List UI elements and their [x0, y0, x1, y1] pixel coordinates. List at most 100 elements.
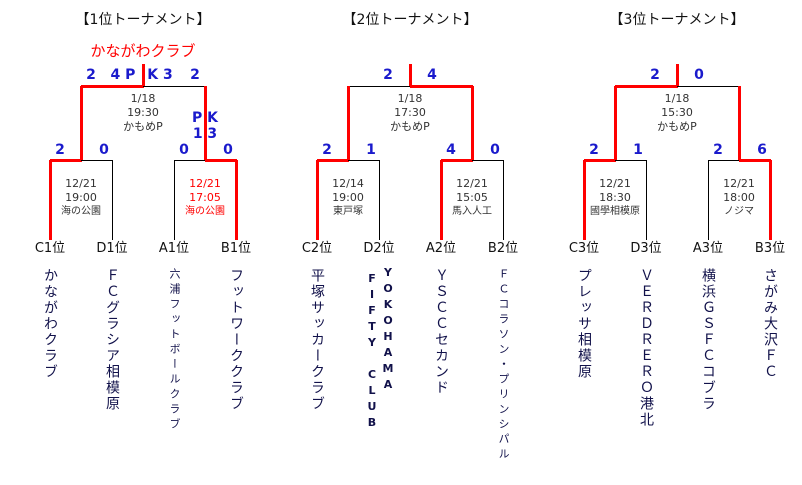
team-name: ＶＥＲＤＲＥＲＯ港北 [638, 268, 654, 428]
semi-date: 12/21 [723, 177, 755, 190]
final-stem-line [676, 64, 679, 86]
semi-time: 18:00 [723, 191, 755, 204]
team-name: プレッサ相模原 [576, 268, 592, 380]
semi-score-left: 2 [589, 142, 599, 158]
semi-left-line [708, 160, 740, 161]
final-date: 1/18 [664, 92, 690, 105]
semi-date: 12/14 [332, 177, 364, 190]
semi-right-line [472, 160, 504, 161]
semi-date: 12/21 [65, 177, 97, 190]
semi-score-right: 1 [366, 142, 376, 158]
final-right-vertical [471, 86, 474, 160]
semi-time: 15:05 [456, 191, 488, 204]
semi-score-left: 4 [446, 142, 456, 158]
semi-left-line [584, 159, 616, 162]
final-right-line [677, 86, 740, 87]
semi-left-vertical [174, 160, 175, 240]
final-left-vertical [614, 86, 617, 160]
final-right-line [143, 86, 206, 87]
final-left-line [348, 86, 411, 87]
semi-venue: 國學相模原 [590, 206, 640, 217]
seed-label: A2位 [425, 241, 457, 256]
pk-label-right: K 3 [147, 67, 173, 83]
final-stem-line [409, 64, 412, 86]
semi-right-line [615, 160, 647, 161]
seed-label: A1位 [158, 241, 190, 256]
pk-label: P K [192, 110, 218, 126]
final-right-line [410, 85, 473, 88]
final-venue: かもめP [390, 120, 430, 133]
semi-left-vertical [583, 160, 586, 240]
semi-left-line [441, 159, 473, 162]
final-venue: かもめP [657, 120, 697, 133]
semi-venue: 東戸塚 [332, 206, 363, 217]
semi-time: 18:30 [599, 191, 631, 204]
final-score-right: 4 [427, 67, 437, 83]
pk-label-left: 4 P [110, 67, 136, 83]
team-name: ＦＣグラシア相模原 [104, 268, 120, 412]
final-right-vertical [204, 86, 207, 160]
semi-time: 19:00 [65, 191, 97, 204]
semi-right-vertical [769, 160, 772, 240]
semi-score-left: 2 [322, 142, 332, 158]
final-venue: かもめP [123, 120, 163, 133]
team-name: 六浦フットボールクラブ [168, 268, 181, 433]
semi-right-vertical [112, 160, 113, 240]
team-name: 横浜ＧＳＦＣコブラ [700, 268, 716, 412]
final-right-vertical [738, 86, 741, 160]
seed-label: B1位 [220, 241, 252, 256]
semi-left-line [50, 159, 82, 162]
seed-label: D3位 [630, 241, 662, 256]
semi-venue: 馬入人工 [452, 206, 492, 217]
semi-right-vertical [503, 160, 504, 240]
team-name: ＦＣコラソン・プリンシパル [497, 268, 510, 463]
semi-score-right: 0 [490, 142, 500, 158]
semi-venue: 海の公園 [185, 206, 225, 217]
semi-left-vertical [440, 160, 443, 240]
semi-venue: 海の公園 [61, 206, 101, 217]
final-score-right: 0 [694, 67, 704, 83]
semi-right-line [739, 159, 771, 162]
semi-time: 19:00 [332, 191, 364, 204]
semi-score-left: 2 [713, 142, 723, 158]
seed-label: B2位 [487, 241, 519, 256]
team-name: さがみ大沢ＦＣ [762, 268, 778, 380]
semi-date: 12/21 [189, 177, 221, 190]
semi-right-vertical [235, 160, 238, 240]
pk-score: 1 3 [192, 126, 218, 142]
final-date: 1/18 [397, 92, 423, 105]
semi-left-vertical [708, 160, 709, 240]
semi-score-right: 0 [223, 142, 233, 158]
semi-right-line [81, 160, 113, 161]
seed-label: C2位 [301, 241, 333, 256]
bracket-title: 【2位トーナメント】 [342, 12, 478, 28]
semi-left-line [174, 160, 206, 161]
final-score-right: 2 [190, 67, 200, 83]
seed-label: D1位 [96, 241, 128, 256]
bracket-title: 【1位トーナメント】 [75, 12, 211, 28]
semi-right-vertical [379, 160, 380, 240]
semi-time: 17:05 [189, 191, 221, 204]
semi-right-line [348, 160, 380, 161]
final-score-left: 2 [650, 67, 660, 83]
seed-label: A3位 [692, 241, 724, 256]
champion-name: かながわクラブ [90, 42, 196, 60]
final-stem-line [142, 64, 145, 86]
team-name: FIFTY CLUB [365, 272, 379, 432]
team-name: フットワーククラブ [228, 268, 244, 412]
semi-date: 12/21 [599, 177, 631, 190]
semi-right-vertical [646, 160, 647, 240]
final-left-vertical [80, 86, 83, 160]
semi-score-right: 6 [757, 142, 767, 158]
seed-label: D2位 [363, 241, 395, 256]
final-left-vertical [347, 86, 350, 160]
semi-right-line [205, 159, 237, 162]
